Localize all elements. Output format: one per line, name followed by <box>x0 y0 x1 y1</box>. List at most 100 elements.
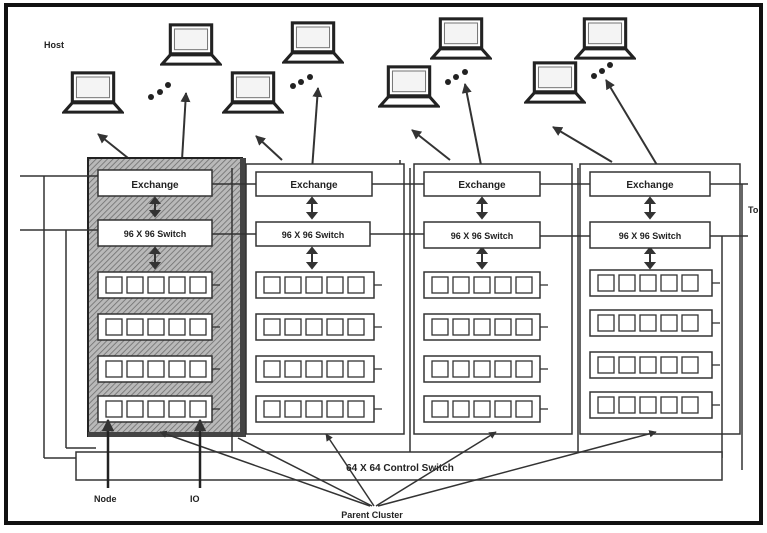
node-cell <box>660 314 678 332</box>
node-cell <box>452 276 470 294</box>
switch-box <box>589 221 711 249</box>
cluster-3 <box>413 163 573 435</box>
node-cell <box>263 400 281 418</box>
node-cell <box>452 360 470 378</box>
node-cell <box>263 360 281 378</box>
node-cell <box>305 400 323 418</box>
cluster-4 <box>579 163 741 435</box>
laptop-icon <box>222 71 284 114</box>
backbone-lines <box>20 160 748 470</box>
node-cell <box>189 400 207 418</box>
node-cell <box>618 274 636 292</box>
cluster-2 <box>245 163 405 435</box>
node-cell <box>618 314 636 332</box>
node-cell <box>263 276 281 294</box>
node-io-arrows <box>101 418 207 488</box>
switch-box <box>255 221 371 247</box>
node-cell <box>168 318 186 336</box>
node-cell <box>473 360 491 378</box>
node-cell <box>284 318 302 336</box>
switch-box <box>97 219 213 247</box>
laptop-icon <box>378 65 440 108</box>
node-cell <box>494 318 512 336</box>
laptop-icon <box>574 17 636 60</box>
node-cell <box>326 276 344 294</box>
laptop-icon <box>524 61 586 104</box>
switch-label: 96 X 96 Switch <box>124 229 187 239</box>
exchange-label: Exchange <box>131 180 179 191</box>
node-cell <box>515 318 533 336</box>
connection-dots <box>148 62 613 100</box>
node-cell <box>515 400 533 418</box>
node-cell <box>431 318 449 336</box>
node-cell <box>639 274 657 292</box>
node-cell <box>473 318 491 336</box>
switch-boxes: 96 X 96 Switch 96 X 96 Switch 96 X 96 Sw… <box>97 219 711 249</box>
node-cell <box>681 274 699 292</box>
parent-cluster-lines <box>159 430 657 507</box>
node-cell <box>597 356 615 374</box>
node-cell <box>452 318 470 336</box>
node-cell <box>189 318 207 336</box>
node-cell <box>494 276 512 294</box>
node-cell <box>681 314 699 332</box>
node-cell <box>326 400 344 418</box>
node-cell <box>147 276 165 294</box>
node-cell <box>618 396 636 414</box>
switch-label: 96 X 96 Switch <box>619 231 682 241</box>
exchange-box <box>255 171 373 197</box>
node-cell <box>126 400 144 418</box>
node-cell <box>681 396 699 414</box>
node-cell <box>347 318 365 336</box>
node-cell <box>189 360 207 378</box>
node-cell <box>597 396 615 414</box>
node-cell <box>597 314 615 332</box>
node-cell <box>347 276 365 294</box>
node-cell <box>168 360 186 378</box>
host-arrows <box>97 79 661 171</box>
node-cell <box>147 360 165 378</box>
switch-label: 96 X 96 Switch <box>451 231 514 241</box>
node-cell <box>515 360 533 378</box>
node-cell <box>494 400 512 418</box>
node-cell <box>681 356 699 374</box>
exchange-label: Exchange <box>290 180 338 191</box>
exchange-box <box>423 171 541 197</box>
exchange-label: Exchange <box>458 180 506 191</box>
exchange-boxes: Exchange Exchange Exchange Exchange <box>97 169 711 197</box>
node-cell <box>284 276 302 294</box>
node-cell <box>494 360 512 378</box>
node-cell <box>305 360 323 378</box>
control-switch-box <box>75 451 723 481</box>
node-cell <box>326 318 344 336</box>
exchange-box <box>589 171 711 197</box>
switch-label: 96 X 96 Switch <box>282 230 345 240</box>
node-cell <box>431 400 449 418</box>
node-cell <box>147 400 165 418</box>
node-cell <box>431 360 449 378</box>
parent-cluster-label: Parent Cluster <box>341 510 403 520</box>
exchange-label: Exchange <box>626 180 674 191</box>
switch-box <box>423 221 541 249</box>
node-cell <box>473 276 491 294</box>
node-cell <box>618 356 636 374</box>
node-cell <box>126 360 144 378</box>
node-cell <box>126 276 144 294</box>
node-cell <box>660 396 678 414</box>
host-label: Host <box>44 40 64 50</box>
node-cell <box>126 318 144 336</box>
to-label: To <box>748 205 759 215</box>
node-cell <box>168 400 186 418</box>
node-cell <box>284 360 302 378</box>
node-cell <box>147 318 165 336</box>
bidirectional-arrows <box>148 196 657 270</box>
io-label: IO <box>190 494 200 504</box>
node-cell <box>660 356 678 374</box>
node-cell <box>105 360 123 378</box>
node-cell <box>305 318 323 336</box>
node-cell <box>660 274 678 292</box>
node-cell <box>639 396 657 414</box>
node-cell <box>431 276 449 294</box>
node-cell <box>639 314 657 332</box>
